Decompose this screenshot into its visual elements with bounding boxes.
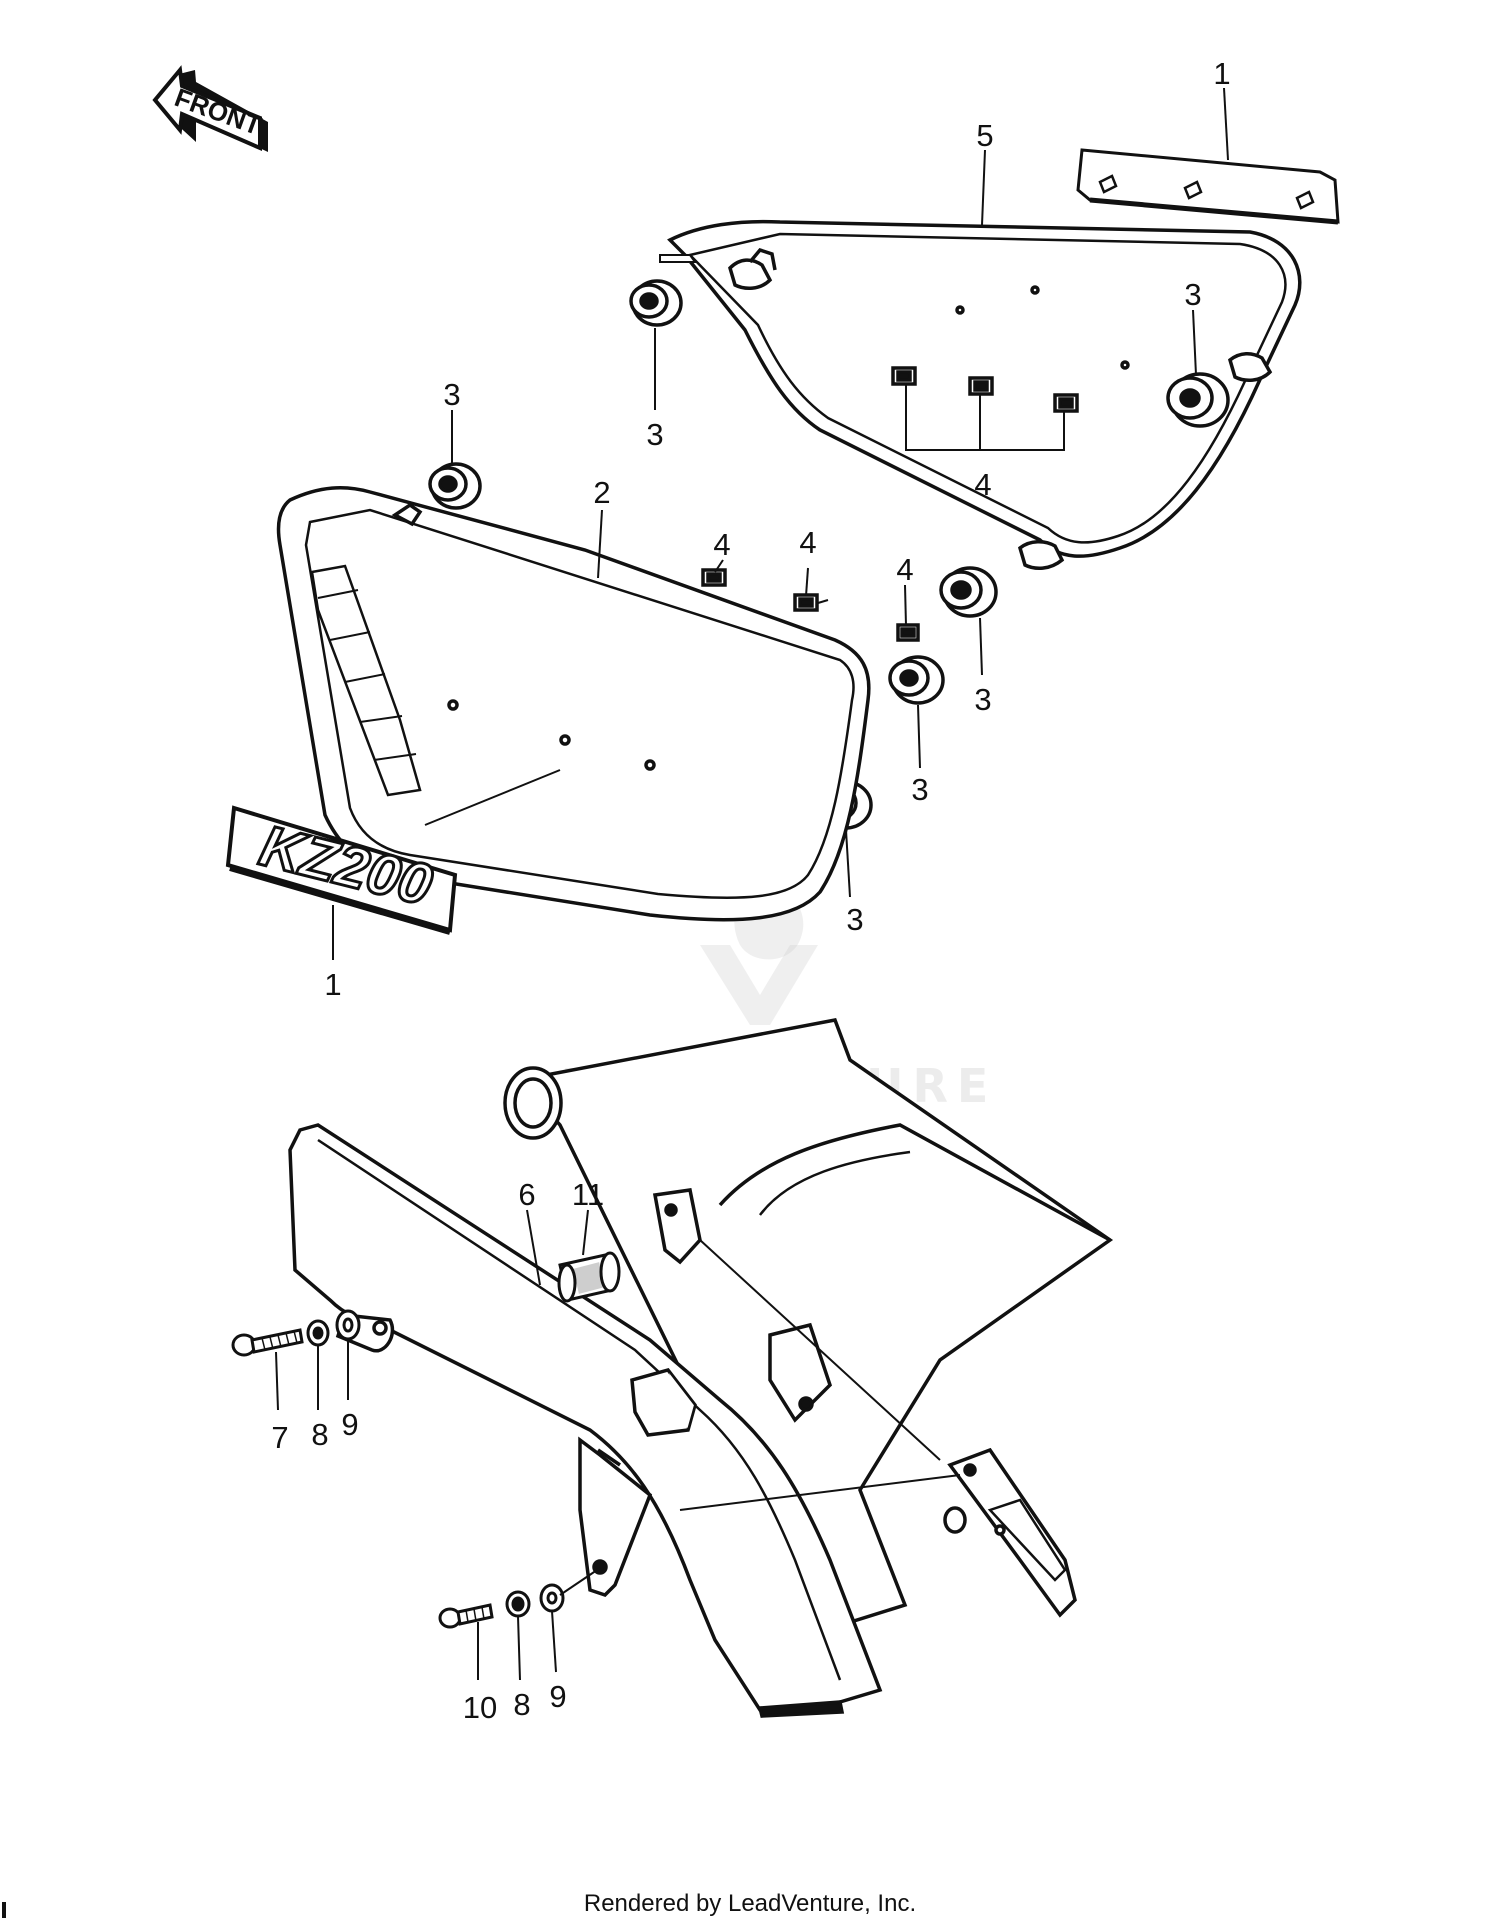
- front-arrow-icon: [152, 65, 262, 152]
- callout-8-b: 8: [513, 1687, 530, 1722]
- swing-arm: [503, 1018, 1114, 1633]
- hardware: [231, 1251, 961, 1629]
- side-cover-right: [659, 219, 1302, 571]
- grommet-5: [888, 655, 945, 705]
- callout-10: 10: [463, 1690, 497, 1725]
- edge-mark: [2, 1902, 6, 1918]
- chain-guard: [288, 1123, 883, 1718]
- callout-2: 2: [593, 475, 610, 510]
- side-cover-left: [276, 486, 920, 922]
- callout-9-b: 9: [549, 1679, 566, 1714]
- callout-3-d: 3: [974, 682, 991, 717]
- callout-4-a: 4: [974, 467, 991, 502]
- grommet-4: [939, 566, 998, 618]
- callout-8-a: 8: [311, 1417, 328, 1452]
- callout-9-a: 9: [341, 1407, 358, 1442]
- grommet-2: [1166, 372, 1230, 428]
- emblem-plate-top: [1076, 148, 1340, 225]
- callout-5: 5: [976, 118, 993, 153]
- callout-7: 7: [271, 1420, 288, 1455]
- callout-4-d: 4: [896, 552, 913, 587]
- callout-11: 11: [572, 1177, 604, 1212]
- collar: [557, 1251, 621, 1303]
- callout-labels: 1 5 3 3 3 4 2 4 4 4 3 3 3 1 6 11 7 8 9 1…: [271, 56, 1230, 1725]
- watermark-logo-icon: [700, 945, 818, 1025]
- callout-1-top: 1: [1213, 56, 1230, 91]
- bolt-front: [231, 1328, 304, 1357]
- footer-credit: Rendered by LeadVenture, Inc.: [583, 1890, 917, 1917]
- callout-3-e: 3: [911, 772, 928, 807]
- callout-1-bottom: 1: [324, 967, 341, 1002]
- callout-4-c: 4: [799, 525, 816, 560]
- callout-6: 6: [518, 1177, 535, 1212]
- callout-3-f: 3: [846, 902, 863, 937]
- callout-3-a: 3: [443, 377, 460, 412]
- bolt-rear: [438, 1603, 494, 1629]
- callout-4-b: 4: [713, 527, 730, 562]
- callout-3-c: 3: [1184, 277, 1201, 312]
- leader-lines: [275, 87, 1229, 1681]
- grommet-3: [428, 462, 482, 510]
- front-direction-badge: FRONT: [152, 65, 268, 152]
- grommet-1: [629, 279, 683, 327]
- callout-3-b: 3: [646, 417, 663, 452]
- front-badge-label: FRONT: [171, 82, 266, 141]
